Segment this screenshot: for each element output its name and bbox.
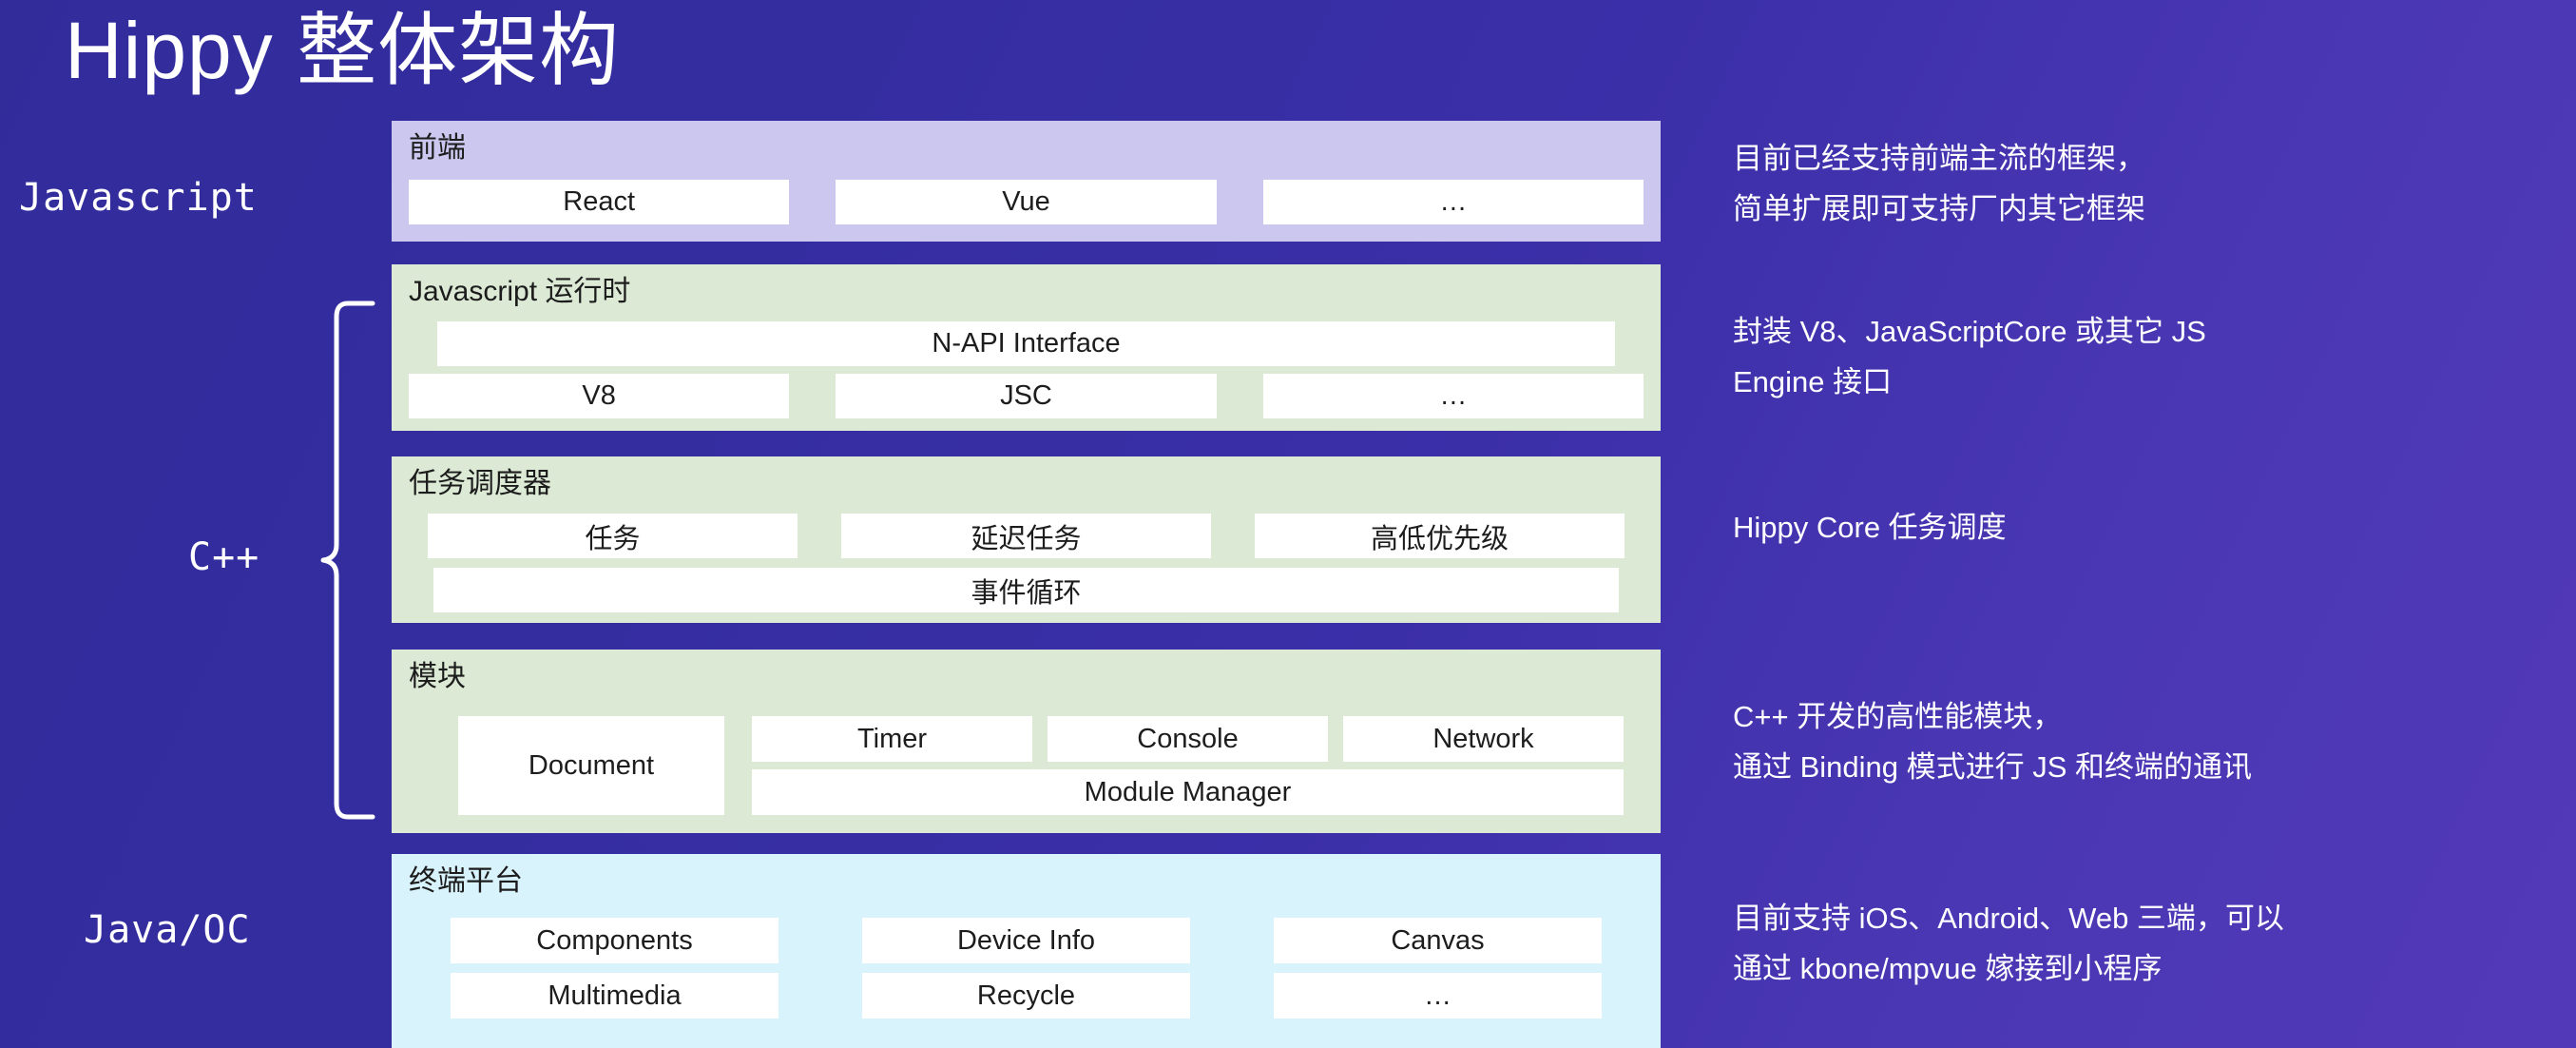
panel-javascript-runtime: Javascript 运行时 N-API Interface V8 JSC … — [392, 264, 1661, 431]
terminal-canvas[interactable]: Canvas — [1274, 918, 1602, 963]
label-java-oc: Java/OC — [84, 908, 251, 952]
terminal-device-info[interactable]: Device Info — [862, 918, 1190, 963]
label-cpp: C++ — [188, 535, 260, 579]
panel-modules-title: 模块 — [409, 661, 466, 692]
note-frontend: 目前已经支持前端主流的框架， 简单扩展即可支持厂内其它框架 — [1733, 142, 2145, 225]
js-engine-jsc[interactable]: JSC — [836, 374, 1217, 418]
note-modules: C++ 开发的高性能模块， 通过 Binding 模式进行 JS 和终端的通讯 — [1733, 700, 2253, 784]
js-engine-more[interactable]: … — [1262, 374, 1644, 418]
scheduler-tasks-row: 任务 延迟任务 高低优先级 — [392, 514, 1661, 558]
modules-manager-row: Module Manager — [752, 769, 1624, 815]
panel-terminal-platform-title: 终端平台 — [409, 865, 523, 897]
scheduler-priority[interactable]: 高低优先级 — [1255, 514, 1624, 558]
note-javascript-runtime: 封装 V8、JavaScriptCore 或其它 JS Engine 接口 — [1733, 315, 2206, 398]
frontend-item-more[interactable]: … — [1262, 180, 1644, 224]
panel-task-scheduler-title: 任务调度器 — [409, 468, 551, 499]
panel-javascript-runtime-title: Javascript 运行时 — [409, 276, 631, 307]
terminal-more[interactable]: … — [1274, 973, 1602, 1019]
scheduler-event-loop-row: 事件循环 — [392, 568, 1661, 612]
module-manager[interactable]: Module Manager — [752, 769, 1624, 815]
modules-items-row: Timer Console Network — [752, 716, 1624, 762]
terminal-items-row-2: Multimedia Recycle … — [392, 973, 1661, 1019]
module-document[interactable]: Document — [458, 716, 724, 815]
panel-terminal-platform: 终端平台 Components Device Info Canvas Multi… — [392, 854, 1661, 1048]
module-timer[interactable]: Timer — [752, 716, 1032, 762]
terminal-multimedia[interactable]: Multimedia — [451, 973, 779, 1019]
panel-frontend: 前端 React Vue … — [392, 121, 1661, 242]
module-console[interactable]: Console — [1048, 716, 1328, 762]
terminal-components[interactable]: Components — [451, 918, 779, 963]
note-task-scheduler: Hippy Core 任务调度 — [1733, 511, 2007, 544]
page-title: Hippy 整体架构 — [65, 6, 621, 95]
panel-frontend-title: 前端 — [409, 132, 466, 164]
terminal-items-row-1: Components Device Info Canvas — [392, 918, 1661, 963]
panel-task-scheduler: 任务调度器 任务 延迟任务 高低优先级 事件循环 — [392, 456, 1661, 623]
module-network[interactable]: Network — [1343, 716, 1624, 762]
frontend-items-row: React Vue … — [392, 180, 1661, 224]
napi-row: N-API Interface — [392, 321, 1661, 366]
scheduler-event-loop[interactable]: 事件循环 — [433, 568, 1619, 612]
frontend-item-react[interactable]: React — [409, 180, 790, 224]
js-engines-row: V8 JSC … — [392, 374, 1661, 418]
napi-interface-box[interactable]: N-API Interface — [437, 321, 1615, 366]
label-javascript: Javascript — [19, 176, 258, 220]
note-terminal-platform: 目前支持 iOS、Android、Web 三端，可以 通过 kbone/mpvu… — [1733, 902, 2284, 985]
scheduler-delayed-task[interactable]: 延迟任务 — [841, 514, 1211, 558]
panel-modules: 模块 Document Timer Console Network Module… — [392, 650, 1661, 833]
terminal-recycle[interactable]: Recycle — [862, 973, 1190, 1019]
cpp-grouping-brace-icon — [319, 300, 376, 821]
js-engine-v8[interactable]: V8 — [409, 374, 790, 418]
scheduler-task[interactable]: 任务 — [428, 514, 798, 558]
frontend-item-vue[interactable]: Vue — [836, 180, 1217, 224]
